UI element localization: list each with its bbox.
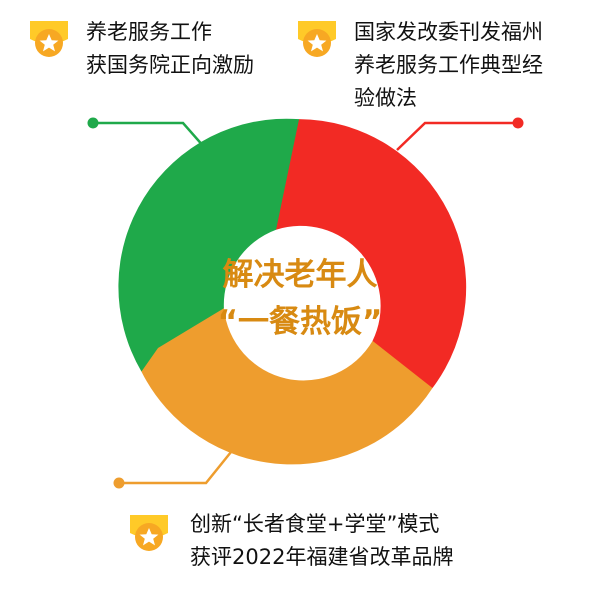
connector-top-right — [396, 117, 524, 151]
center-title-line1: 解决老年人 — [222, 257, 378, 293]
connector-dot-green — [87, 117, 99, 129]
note-top-right-line: 国家发改委刊发福州 — [354, 20, 543, 44]
note-top-left: 养老服务工作 获国务院正向激励 — [86, 16, 254, 82]
note-bottom: 创新“长者食堂+学堂”模式 获评2022年福建省改革品牌 — [190, 508, 453, 574]
connector-bottom — [113, 451, 232, 489]
medal-star-icon — [130, 515, 168, 551]
center-title-line2: “一餐热饭” — [217, 304, 383, 340]
medal-star-icon — [298, 21, 336, 57]
connector-top-left — [87, 117, 206, 149]
note-bottom-line: 创新“长者食堂+学堂”模式 — [190, 512, 440, 536]
note-top-right: 国家发改委刊发福州 养老服务工作典型经 验做法 — [354, 16, 543, 115]
note-top-right-line: 养老服务工作典型经 — [354, 53, 543, 77]
ring-segment-orange — [141, 308, 433, 465]
note-top-left-line: 获国务院正向激励 — [86, 53, 254, 77]
ring-segment-red — [276, 119, 467, 389]
note-top-right-line: 验做法 — [354, 86, 417, 110]
medal-star-icon — [30, 21, 68, 57]
note-top-left-line: 养老服务工作 — [86, 20, 212, 44]
note-bottom-line: 获评2022年福建省改革品牌 — [190, 545, 454, 569]
connector-dot-orange — [113, 477, 125, 489]
connector-dot-red — [512, 117, 524, 129]
ring-segment-green — [118, 118, 338, 372]
